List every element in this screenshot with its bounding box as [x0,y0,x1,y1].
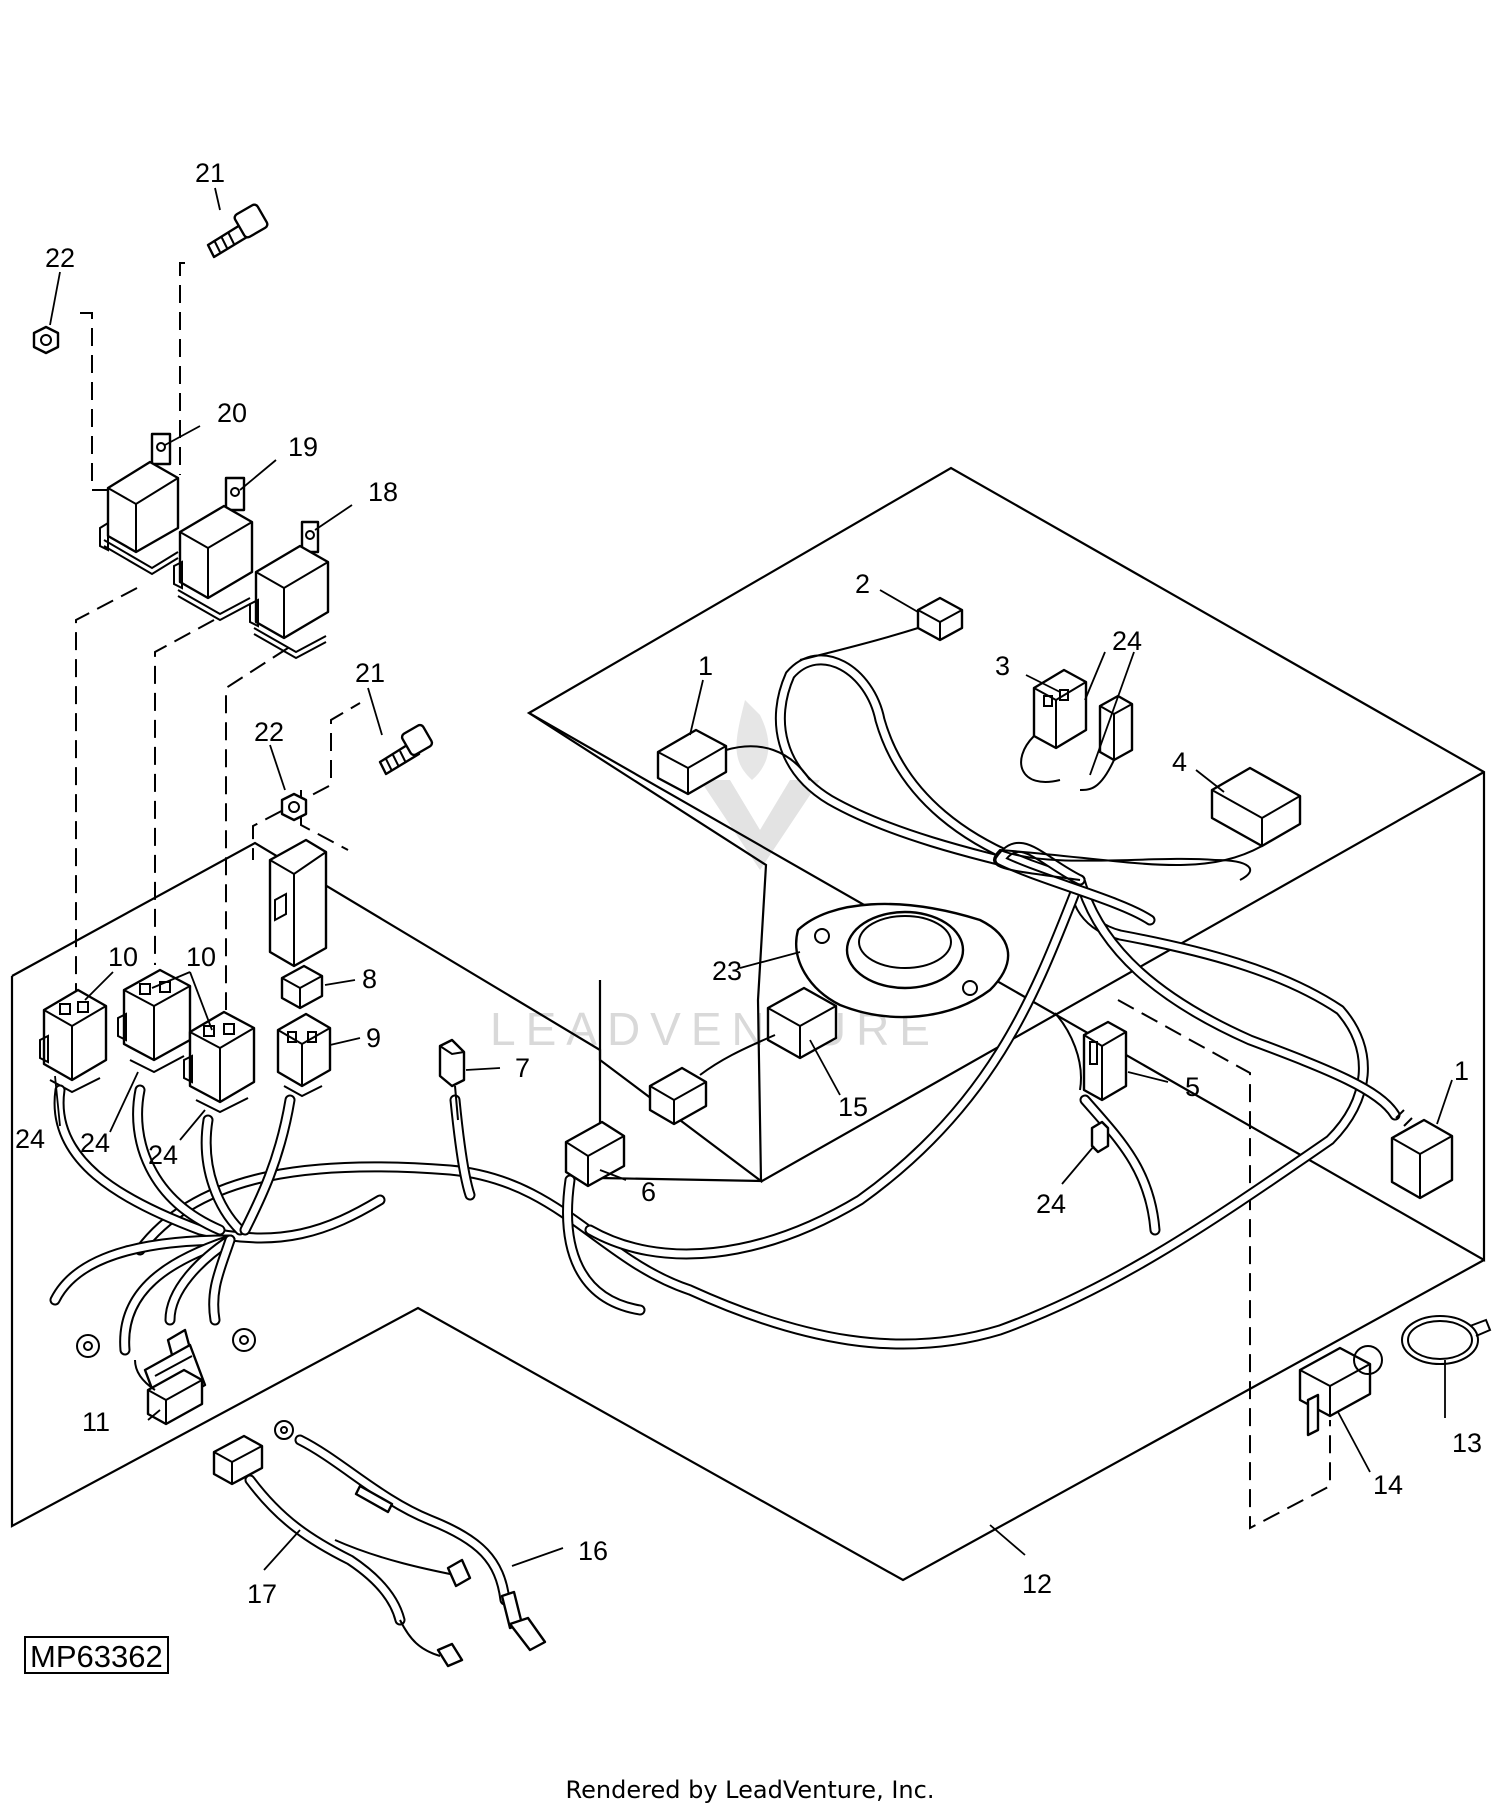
bolt-21-mid [378,723,434,776]
callout-24-left: 24 [15,1124,45,1154]
callout-9: 9 [366,1023,381,1053]
connector-1-right [1390,1109,1454,1200]
callout-4: 4 [1172,747,1187,777]
callout-16: 16 [578,1536,608,1566]
speaker-23 [795,902,1010,1019]
callout-24-top: 24 [1112,626,1142,656]
callout-24-right: 24 [1036,1189,1066,1219]
footer-credit: Rendered by LeadVenture, Inc. [565,1776,935,1804]
connector-24-top [1079,694,1134,791]
relay-20 [99,432,180,576]
callout-23: 23 [712,956,742,986]
callout-1-top: 1 [698,651,713,681]
callout-15: 15 [838,1092,868,1122]
callout-1-right: 1 [1454,1056,1469,1086]
callout-11: 11 [82,1407,110,1437]
leader-lines [49,187,1453,1571]
callout-8: 8 [362,964,377,994]
reference-label: MP63362 [24,1636,169,1674]
connector-5 [1082,1020,1128,1102]
clamp-13 [1401,1315,1492,1365]
callout-20: 20 [217,398,247,428]
callout-24-mid: 24 [148,1140,178,1170]
callout-14: 14 [1373,1470,1403,1500]
callout-22-mid: 22 [254,717,284,747]
callout-21-mid: 21 [355,658,385,688]
connector-24-right [1090,1120,1110,1154]
bolt-21-top [206,203,269,259]
relay-socket-10a [39,988,108,1094]
callout-7: 7 [515,1053,530,1083]
relay-socket-10b [117,968,192,1074]
nut-22-top [32,325,60,355]
wire-16 [274,1420,547,1652]
main-harness-12 [134,654,1401,1350]
callout-labels: 21 22 20 19 18 21 22 2 24 3 1 4 10 10 8 … [15,158,1482,1609]
callout-6: 6 [641,1177,656,1207]
callout-12: 12 [1022,1569,1052,1599]
callout-19: 19 [288,432,318,462]
relay-18 [249,520,330,660]
connector-11 [134,1359,204,1426]
callout-22-top: 22 [45,243,75,273]
callout-24-midleft: 24 [80,1128,110,1158]
callout-18: 18 [368,477,398,507]
connector-6 [564,1120,626,1188]
left-panel [10,771,1485,1582]
callout-2: 2 [855,569,870,599]
connector-1-top [656,728,811,796]
connector-4 [999,766,1302,867]
connector-2 [799,596,964,661]
nut-22-mid [280,792,308,822]
callout-10-left: 10 [108,942,138,972]
switch-14 [1298,1345,1383,1437]
callout-17: 17 [247,1579,277,1609]
callout-21-top: 21 [195,158,225,188]
relay-socket-10c [183,1010,256,1114]
fuse-8 [280,964,324,1010]
connector-3 [1020,668,1088,783]
wire-17 [212,1434,472,1668]
alignment-lines [75,262,1331,1530]
callout-3: 3 [995,651,1010,681]
connector-15 [648,986,838,1126]
relay-19 [173,476,254,622]
relay-socket-9 [276,1012,332,1098]
callout-5: 5 [1185,1072,1200,1102]
reference-id: MP63362 [30,1639,163,1674]
fuse-block [268,838,328,968]
connector-7 [438,1038,466,1121]
callout-13: 13 [1452,1428,1482,1458]
callout-10-mid: 10 [186,942,216,972]
